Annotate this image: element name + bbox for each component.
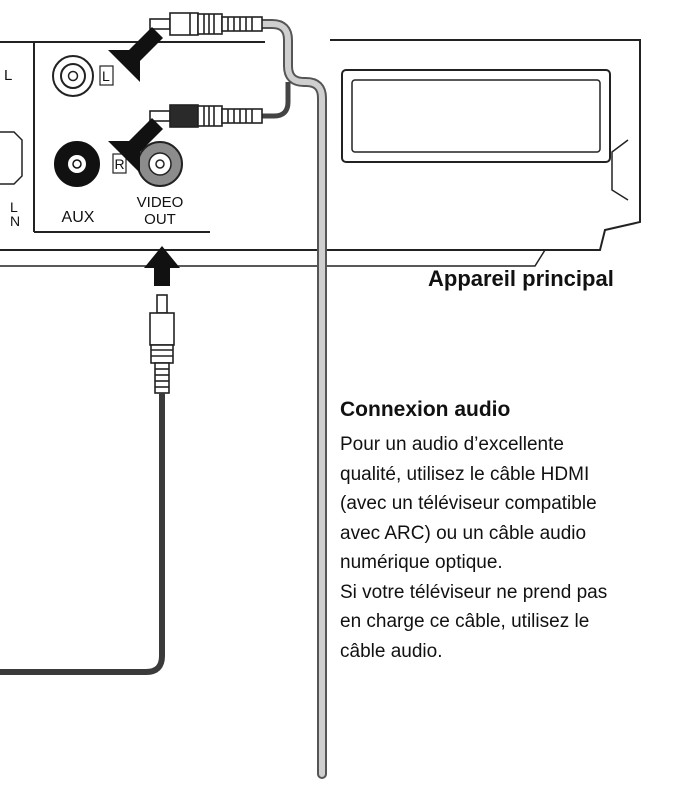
audio-text-line: (avec un téléviseur compatible [340, 493, 597, 514]
terminal-panel-frame [33, 42, 210, 233]
video-label-line2: OUT [144, 211, 176, 228]
unit-display-window [341, 69, 611, 163]
grey-audio-cable [259, 21, 325, 777]
audio-text-line: Pour un audio d’excellente [340, 434, 564, 455]
video-cable [0, 393, 165, 675]
audio-text-line: numérique optique. [340, 552, 503, 573]
audio-text-line: Si votre téléviseur ne prend pas [340, 581, 608, 603]
audio-text-line: qualité, utilisez le câble HDMI [340, 463, 590, 485]
audio-text-line: avec ARC) ou un câble audio [340, 522, 587, 544]
jack-label-r-box: R [112, 153, 127, 174]
unit-display-window-inner [351, 79, 601, 153]
video-out-jack[interactable] [137, 141, 183, 187]
edge-label-bottom-2: N [10, 213, 20, 229]
audio-text-line: en charge ce câble, utilisez le [340, 611, 590, 632]
arrow-to-l-jack-icon [108, 27, 163, 82]
white-audio-plug [149, 12, 263, 36]
unit-top-edge [0, 39, 641, 251]
arrow-up-video-icon [144, 246, 180, 286]
edge-label-bottom-1: L [10, 199, 18, 215]
jack-label-l-box: L [99, 65, 114, 86]
video-plug [149, 294, 175, 394]
jack-label-l: L [102, 68, 110, 84]
audio-connection-text: Pour un audio d’excellente qualité, util… [340, 430, 680, 666]
main-unit-label: Appareil principal [428, 266, 614, 291]
unit-bottom-shadow [0, 249, 546, 267]
audio-text-line: câble audio. [340, 640, 443, 662]
edge-label-top: L [4, 67, 12, 84]
aux-label: AUX [62, 209, 95, 226]
dark-audio-plug [149, 104, 263, 128]
arrow-to-r-jack-icon [108, 118, 163, 173]
dark-audio-cable [262, 82, 291, 119]
left-connector-bracket [0, 131, 23, 185]
aux-l-jack[interactable] [52, 55, 94, 97]
aux-r-jack[interactable] [54, 141, 100, 187]
video-label-line1: VIDEO [137, 194, 184, 211]
unit-side-notch [611, 139, 629, 201]
jack-label-r: R [115, 156, 125, 172]
audio-connection-heading: Connexion audio [340, 398, 511, 421]
grey-audio-cable-outline [257, 19, 327, 779]
